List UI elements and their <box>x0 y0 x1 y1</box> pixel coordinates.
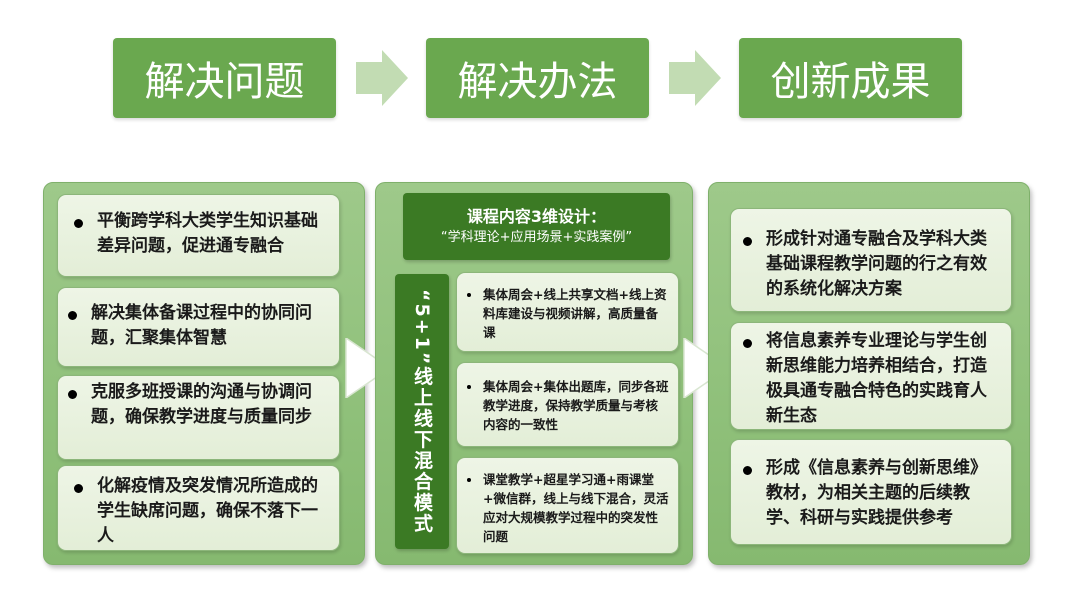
method-card-3: 课堂教学+超星学习通+雨课堂+微信群，线上与线下混合，灵活应对大规模教学过程中的… <box>456 457 679 554</box>
header-result: 创新成果 <box>739 38 962 118</box>
content-design-heading: 课程内容3维设计： <box>466 207 607 226</box>
problem-card-1: 平衡跨学科大类学生知识基础差异问题，促进通专融合 <box>57 194 340 277</box>
problem-card-4: 化解疫情及突发情况所造成的学生缺席问题，确保不落下一人 <box>57 465 340 551</box>
result-text: 形成针对通专融合及学科大类基础课程教学问题的行之有效的系统化解决方案 <box>766 229 987 299</box>
problem-card-3: 克服多班授课的沟通与协调问题，确保教学进度与质量同步 <box>57 375 340 460</box>
problem-text: 克服多班授课的沟通与协调问题，确保教学进度与质量同步 <box>91 382 312 427</box>
bullet-icon <box>74 219 83 228</box>
bullet-icon <box>467 385 471 389</box>
hybrid-mode-label: “5+1”线上线下混合模式 <box>411 288 433 535</box>
method-text: 课堂教学+超星学习通+雨课堂+微信群，线上与线下混合，灵活应对大规模教学过程中的… <box>483 472 669 544</box>
result-card-2: 将信息素养专业理论与学生创新思维能力培养相结合，打造极具通专融合特色的实践育人新… <box>730 322 1012 430</box>
content-design-subtitle: “学科理论+应用场景+实践案例” <box>440 230 633 245</box>
flow-arrow-1-icon <box>345 338 392 398</box>
method-text: 集体周会+集体出题库，同步各班教学进度，保持教学质量与考核内容的一致性 <box>483 379 669 432</box>
content-design-title: 课程内容3维设计： “学科理论+应用场景+实践案例” <box>403 193 670 260</box>
problem-text: 化解疫情及突发情况所造成的学生缺席问题，确保不落下一人 <box>97 476 318 546</box>
header-arrow-1-icon <box>356 50 408 106</box>
method-text: 集体周会+线上共享文档+线上资料库建设与视频讲解，高质量备课 <box>483 287 667 340</box>
bullet-icon <box>467 478 471 482</box>
header-method: 解决办法 <box>426 38 649 118</box>
bullet-icon <box>743 466 752 475</box>
problem-card-2: 解决集体备课过程中的协同问题，汇聚集体智慧 <box>57 287 340 367</box>
problem-text: 平衡跨学科大类学生知识基础差异问题，促进通专融合 <box>97 211 318 256</box>
bullet-icon <box>68 390 77 399</box>
result-card-1: 形成针对通专融合及学科大类基础课程教学问题的行之有效的系统化解决方案 <box>730 208 1012 312</box>
bullet-icon <box>743 237 752 246</box>
bullet-icon <box>467 293 471 297</box>
method-card-2: 集体周会+集体出题库，同步各班教学进度，保持教学质量与考核内容的一致性 <box>456 362 679 447</box>
flow-arrow-2-icon <box>683 338 730 398</box>
bullet-icon <box>68 311 77 320</box>
header-problem: 解决问题 <box>113 38 336 118</box>
bullet-icon <box>743 339 752 348</box>
method-card-1: 集体周会+线上共享文档+线上资料库建设与视频讲解，高质量备课 <box>456 272 679 352</box>
result-text: 将信息素养专业理论与学生创新思维能力培养相结合，打造极具通专融合特色的实践育人新… <box>766 331 987 426</box>
hybrid-mode-bar: “5+1”线上线下混合模式 <box>395 274 449 549</box>
result-text: 形成《信息素养与创新思维》教材，为相关主题的后续教学、科研与实践提供参考 <box>766 458 987 528</box>
result-card-3: 形成《信息素养与创新思维》教材，为相关主题的后续教学、科研与实践提供参考 <box>730 439 1012 545</box>
bullet-icon <box>74 484 83 493</box>
problem-text: 解决集体备课过程中的协同问题，汇聚集体智慧 <box>91 303 312 348</box>
header-arrow-2-icon <box>669 50 721 106</box>
